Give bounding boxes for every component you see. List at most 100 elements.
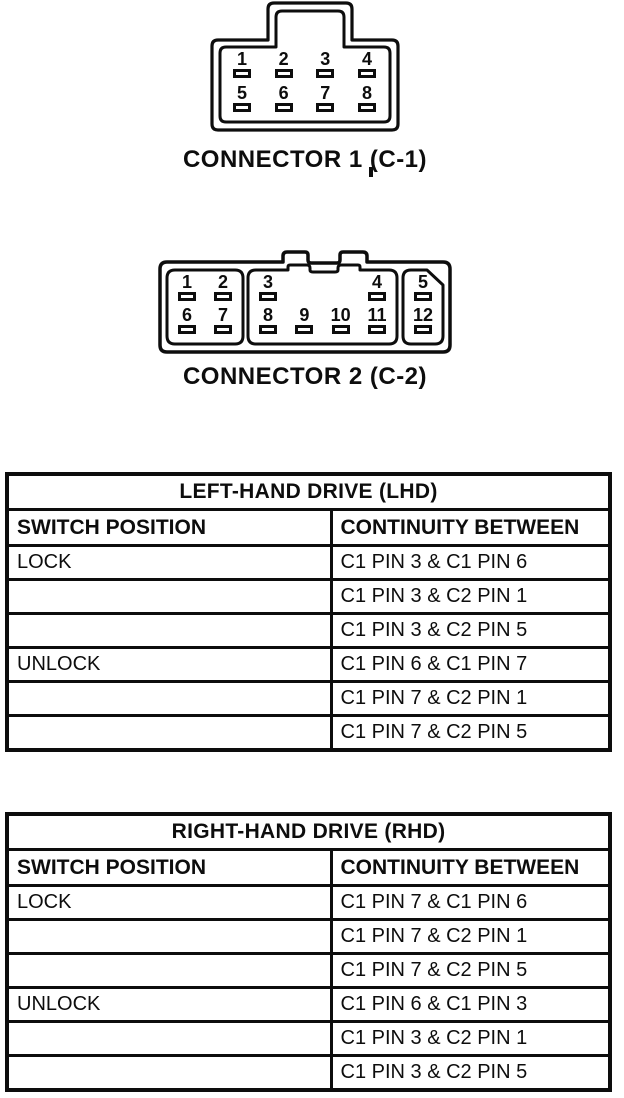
table-row: C1 PIN 3 & C2 PIN 5: [5, 1054, 612, 1092]
table-row: C1 PIN 3 & C2 PIN 5: [5, 612, 612, 649]
table-row: LOCK C1 PIN 7 & C1 PIN 6: [5, 884, 612, 921]
connector-2-left-pins: 1 2 6 7: [167, 272, 243, 334]
pin-number: 4: [371, 272, 382, 292]
switch-position-cell: [5, 714, 333, 752]
connector-1-pins: 1 2 3 4 5 6 7 8: [221, 49, 388, 112]
table-row: C1 PIN 7 & C2 PIN 5: [5, 714, 612, 752]
pin-slot: [414, 325, 432, 334]
continuity-cell: C1 PIN 6 & C1 PIN 3: [329, 986, 612, 1023]
continuity-cell: C1 PIN 3 & C2 PIN 5: [329, 1054, 612, 1092]
pin-number: 8: [361, 83, 372, 103]
c1-pin-7: 7: [315, 83, 335, 112]
connector-1-pin-row-top: 1 2 3 4: [221, 49, 388, 78]
pin-number: 2: [217, 272, 228, 292]
pin-slot: [414, 292, 432, 301]
c2-middle-row-top: 3 4: [248, 272, 397, 301]
c1-pin-3: 3: [315, 49, 335, 78]
c2-pin-9: 9: [294, 305, 314, 334]
switch-position-cell: LOCK: [5, 544, 333, 581]
connector-1-outline: [210, 1, 400, 132]
table-row: C1 PIN 7 & C2 PIN 5: [5, 952, 612, 989]
rhd-table: RIGHT-HAND DRIVE (RHD) SWITCH POSITION C…: [5, 812, 613, 1092]
c2-left-row-top: 1 2: [167, 272, 243, 301]
connector-2-right-cavity: [401, 268, 445, 346]
continuity-cell: C1 PIN 7 & C2 PIN 1: [329, 918, 612, 955]
table-row: C1 PIN 3 & C2 PIN 1: [5, 578, 612, 615]
pin-slot: [259, 325, 277, 334]
pin-number: 3: [262, 272, 273, 292]
continuity-cell: C1 PIN 7 & C2 PIN 5: [329, 952, 612, 989]
c2-pin-2: 2: [213, 272, 233, 301]
switch-position-cell: UNLOCK: [5, 646, 333, 683]
table-row: C1 PIN 7 & C2 PIN 1: [5, 918, 612, 955]
pin-number: 1: [236, 49, 247, 69]
connector-1-label: CONNECTOR 1 (C-1): [182, 146, 428, 173]
connector-2-outline: [158, 250, 452, 354]
switch-position-cell: [5, 952, 333, 989]
pin-slot: [274, 103, 293, 112]
pin-number: 7: [217, 305, 228, 325]
connector-1-outer-contour: [210, 1, 400, 132]
continuity-cell: C1 PIN 7 & C2 PIN 5: [329, 714, 612, 752]
continuity-cell: C1 PIN 7 & C1 PIN 6: [329, 884, 612, 921]
pin-number: 9: [299, 305, 310, 325]
table-title-row: LEFT-HAND DRIVE (LHD): [5, 472, 612, 511]
pin-number: 4: [361, 49, 372, 69]
c1-pin-2: 2: [274, 50, 294, 78]
switch-position-cell: [5, 1020, 333, 1057]
c1-pin-1: 1: [232, 49, 252, 78]
pin-number: 5: [417, 272, 428, 292]
table-row: LOCK C1 PIN 3 & C1 PIN 6: [5, 544, 612, 581]
pin-slot: [233, 69, 251, 78]
pin-slot: [357, 69, 376, 78]
connector-1-pin-row-bottom: 5 6 7 8: [221, 83, 388, 112]
switch-position-cell: UNLOCK: [5, 986, 333, 1023]
connector-2-label: CONNECTOR 2 (C-2): [182, 363, 428, 390]
pin-number: 10: [330, 305, 351, 325]
c2-middle-row-bottom: 8 9 10 11: [248, 305, 397, 334]
table-title-row: RIGHT-HAND DRIVE (RHD): [5, 812, 612, 851]
switch-position-header: SWITCH POSITION: [5, 508, 333, 547]
table-row: UNLOCK C1 PIN 6 & C1 PIN 3: [5, 986, 612, 1023]
table-row: C1 PIN 3 & C2 PIN 1: [5, 1020, 612, 1057]
lhd-table: LEFT-HAND DRIVE (LHD) SWITCH POSITION CO…: [5, 472, 612, 752]
connector-2-right-pins: 5 12: [403, 272, 443, 334]
pin-slot: [357, 103, 376, 112]
connector-2-outer-contour: [158, 250, 452, 354]
pin-slot: [316, 69, 335, 78]
pin-slot: [274, 69, 293, 78]
c1-pin-6: 6: [274, 84, 294, 112]
switch-position-cell: [5, 918, 333, 955]
pin-slot: [316, 103, 335, 112]
pin-number: 12: [412, 305, 434, 325]
pin-slot: [368, 292, 386, 301]
switch-position-cell: [5, 1054, 333, 1092]
continuity-cell: C1 PIN 3 & C2 PIN 5: [329, 612, 612, 649]
connector-2-middle-pins: 3 4 8 9 10 11: [248, 272, 397, 334]
pin-slot: [214, 325, 232, 334]
connector-1-inner-contour: [218, 9, 392, 124]
pin-slot: [214, 292, 232, 301]
connector-2-diagram: [155, 248, 455, 358]
connector-2-middle-cavity: [246, 263, 399, 346]
connector-2-left-cavity: [165, 268, 245, 346]
scan-artifact-mark: [369, 167, 373, 177]
table-row: C1 PIN 7 & C2 PIN 1: [5, 680, 612, 717]
table-row: UNLOCK C1 PIN 6 & C1 PIN 7: [5, 646, 612, 683]
c2-pin-10: 10: [330, 305, 351, 334]
pin-number: 1: [181, 272, 192, 292]
pin-number: 3: [320, 49, 331, 69]
c2-pin-6: 6: [177, 306, 197, 334]
lhd-table-title: LEFT-HAND DRIVE (LHD): [5, 472, 612, 511]
pin-slot: [295, 325, 314, 334]
pin-slot: [331, 325, 350, 334]
c2-pin-4: 4: [367, 272, 387, 301]
c2-pin-8: 8: [258, 306, 278, 334]
pin-slot: [178, 325, 196, 334]
c2-pin-11: 11: [367, 306, 387, 334]
c1-pin-8: 8: [357, 83, 377, 112]
pin-slot: [233, 103, 251, 112]
switch-position-cell: [5, 578, 333, 615]
table-header-row: SWITCH POSITION CONTINUITY BETWEEN: [5, 848, 612, 887]
pin-number: 7: [320, 83, 331, 103]
